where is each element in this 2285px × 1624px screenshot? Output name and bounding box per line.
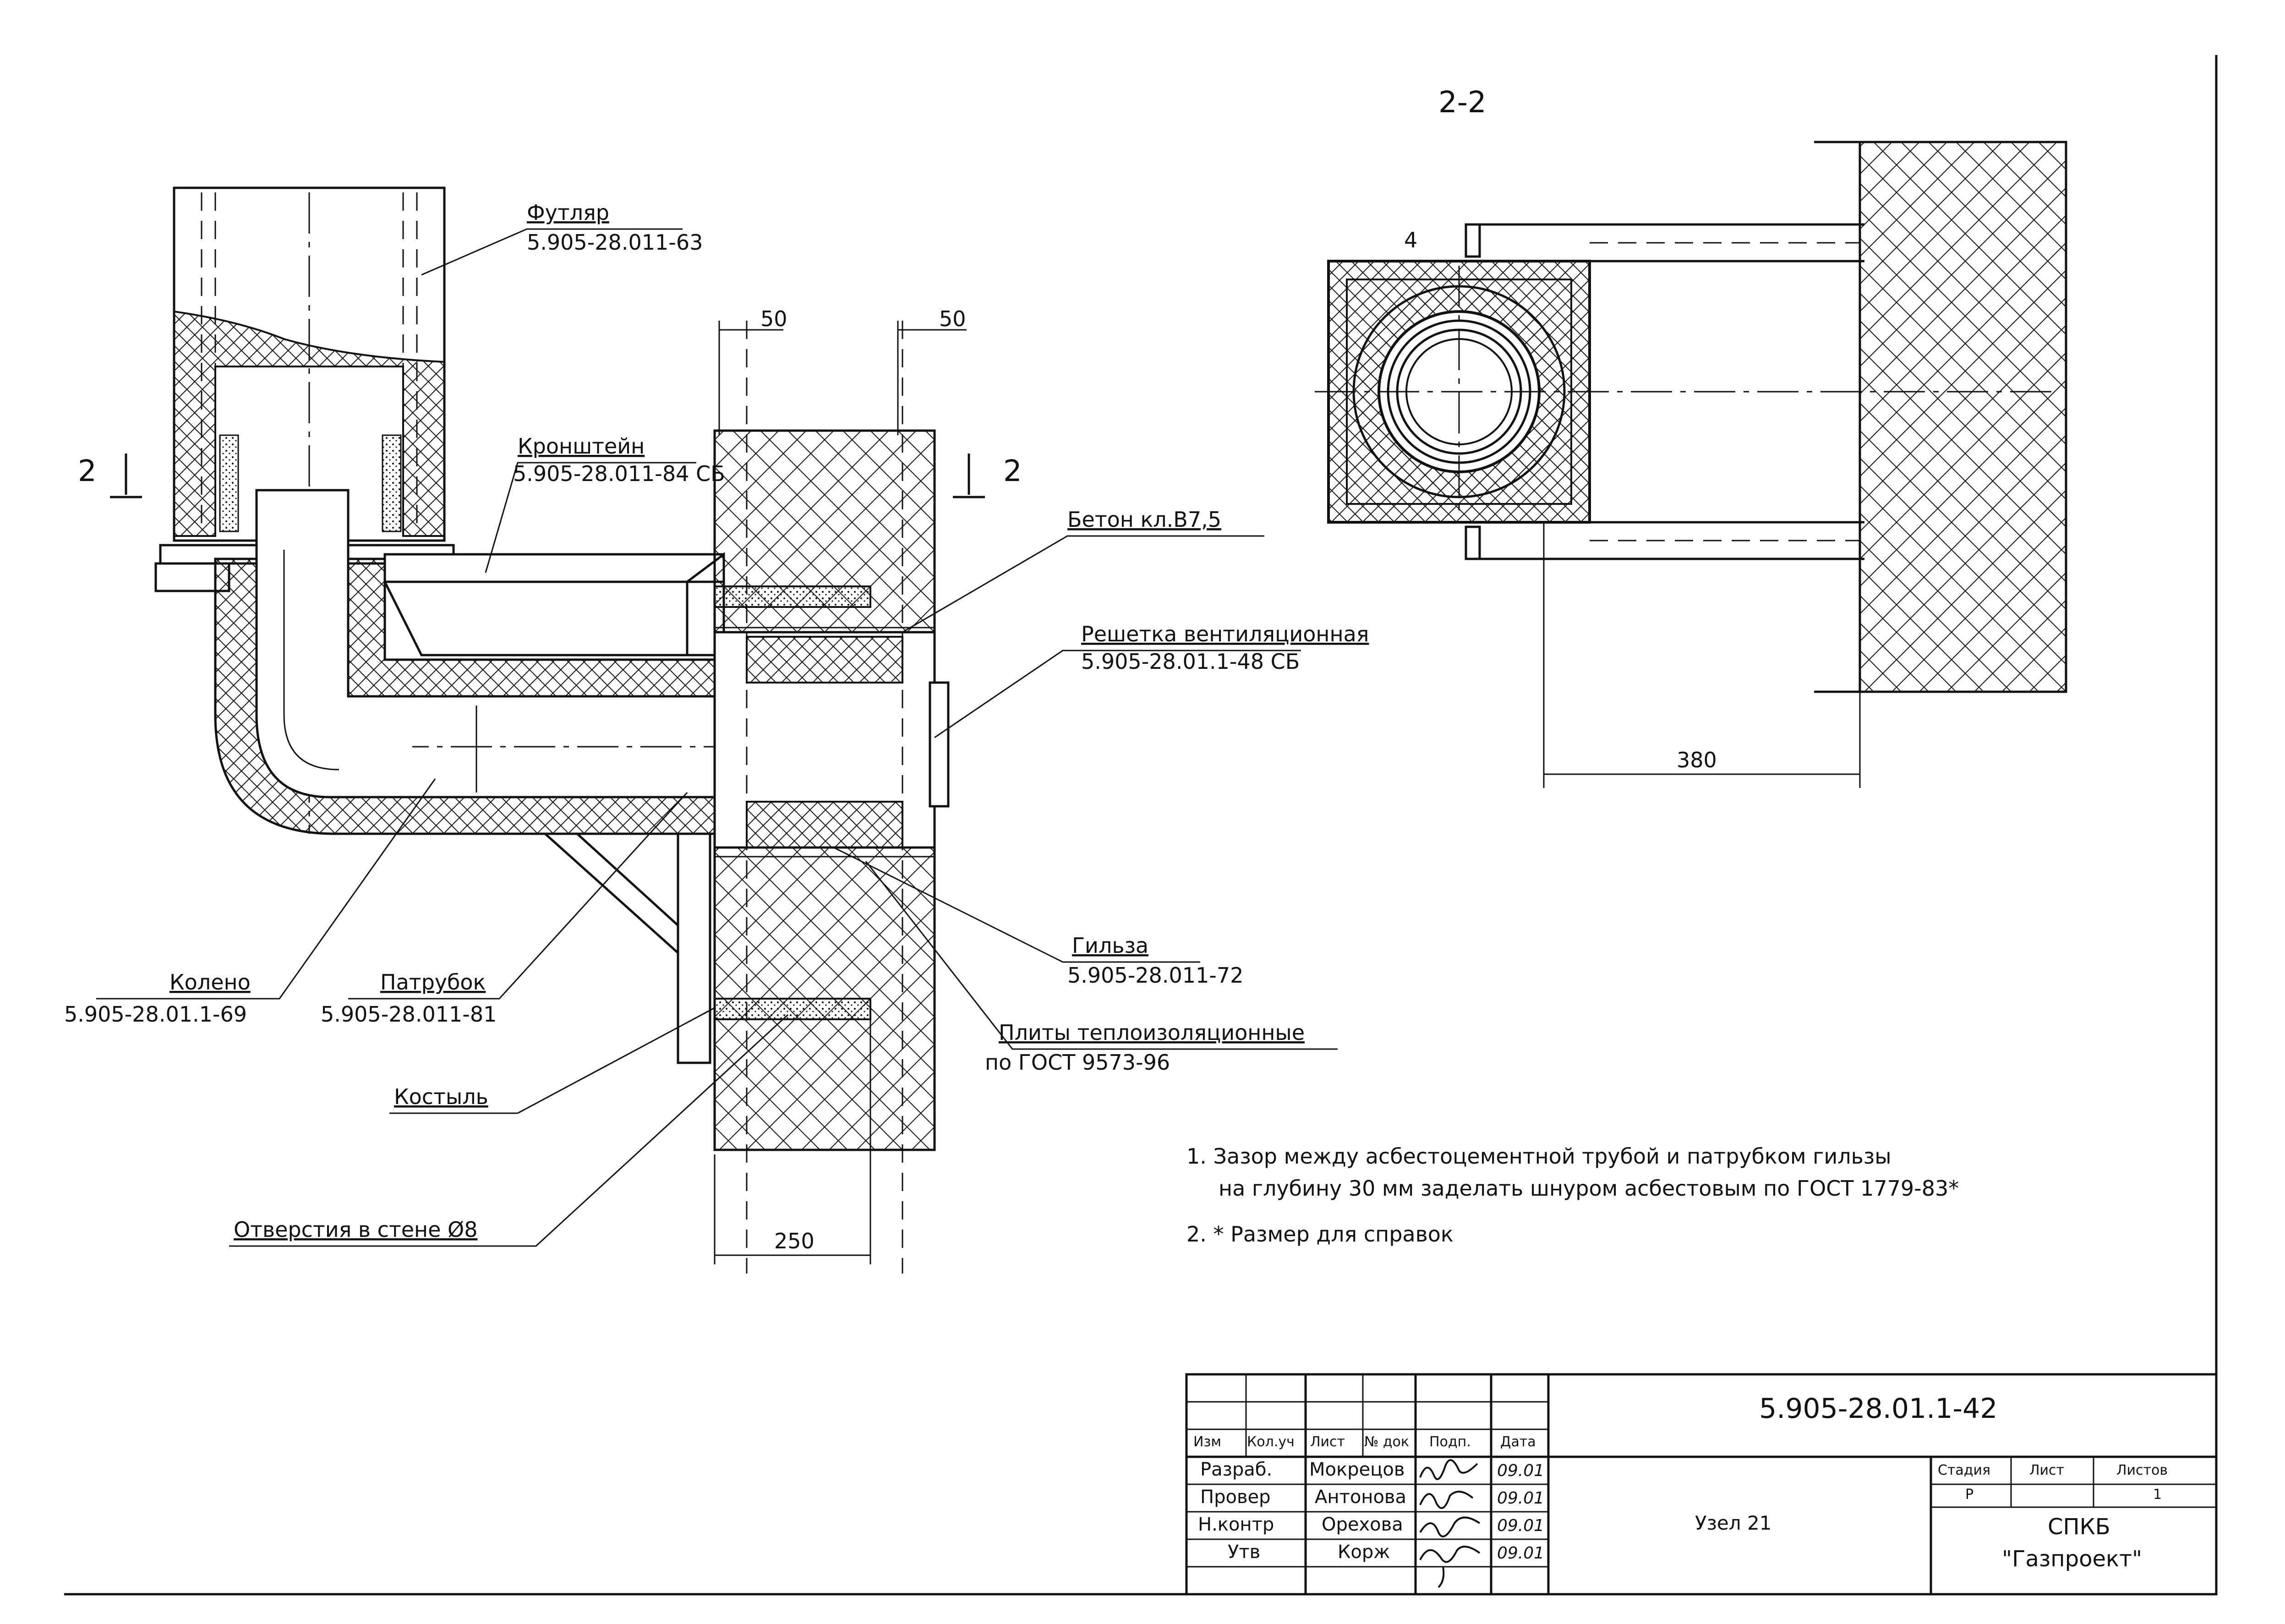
row-utv-role: Утв bbox=[1228, 1542, 1261, 1563]
org-line-1: СПКБ bbox=[2048, 1514, 2110, 1540]
label-kronshtein-code: 5.905-28.011-84 СБ bbox=[513, 461, 725, 486]
row-razrab-name: Мокрецов bbox=[1309, 1459, 1405, 1480]
label-otverstiya: Отверстия в стене Ø8 bbox=[234, 1217, 477, 1242]
row-prover-role: Провер bbox=[1200, 1487, 1271, 1508]
stage-header-listov: Листов bbox=[2116, 1462, 2168, 1478]
signature-nkontr bbox=[1419, 1516, 1481, 1537]
sleeve-insulation-top bbox=[746, 636, 903, 684]
section-view-2-2: 2-2 4 380 bbox=[1315, 86, 2067, 788]
note-2: 2. * Размер для справок bbox=[1186, 1222, 1454, 1247]
col-header-ndok: № док bbox=[1364, 1434, 1409, 1450]
dim-250: 250 bbox=[774, 1229, 815, 1253]
section-mark-right: 2 bbox=[1003, 454, 1022, 488]
anchor-top bbox=[714, 585, 871, 608]
stage-header-stadia: Стадия bbox=[1938, 1462, 1991, 1478]
node-name: Узел 21 bbox=[1695, 1512, 1772, 1534]
row-prover-date: 09.01 bbox=[1497, 1489, 1545, 1508]
row-utv-date: 09.01 bbox=[1497, 1544, 1545, 1563]
row-nkontr-role: Н.контр bbox=[1198, 1514, 1274, 1535]
row-razrab-date: 09.01 bbox=[1497, 1461, 1545, 1480]
label-patrubok: Патрубок bbox=[380, 970, 486, 995]
section-mark-left: 2 bbox=[78, 454, 97, 488]
notes: 1. Зазор между асбестоцементной трубой и… bbox=[1186, 1144, 1959, 1247]
signature-prover bbox=[1419, 1491, 1474, 1509]
col-header-koluch: Кол.уч bbox=[1247, 1434, 1295, 1450]
doc-code: 5.905-28.01.1-42 bbox=[1759, 1393, 1998, 1425]
label-pliti: Плиты теплоизоляционные bbox=[999, 1020, 1305, 1045]
label-futlyar-code: 5.905-28.011-63 bbox=[527, 230, 703, 255]
stage-header-list: Лист bbox=[2029, 1462, 2065, 1478]
left-view: 50 50 250 2 2 Футляр 5.905-28.011-63 Кро… bbox=[64, 186, 1369, 1274]
sleeve-insulation-bottom bbox=[746, 801, 903, 848]
label-futlyar: Футляр bbox=[527, 200, 609, 225]
anchor-bottom bbox=[714, 998, 871, 1020]
label-kostyl: Костыль bbox=[394, 1084, 488, 1109]
row-nkontr-name: Орехова bbox=[1322, 1514, 1403, 1535]
note-1-line-1: 1. Зазор между асбестоцементной трубой и… bbox=[1186, 1144, 1891, 1169]
col-header-data: Дата bbox=[1500, 1434, 1536, 1450]
section-wall bbox=[1859, 141, 2067, 693]
view-mark-number: 4 bbox=[1404, 228, 1417, 252]
dim-380: 380 bbox=[1677, 748, 1717, 772]
label-kronshtein: Кронштейн bbox=[518, 434, 645, 459]
label-gilza: Гильза bbox=[1072, 933, 1148, 958]
label-beton: Бетон кл.В7,5 bbox=[1067, 507, 1221, 532]
dim-50-left: 50 bbox=[760, 306, 787, 331]
col-header-podp: Подп. bbox=[1429, 1434, 1471, 1450]
row-nkontr-date: 09.01 bbox=[1497, 1516, 1545, 1535]
stage-value-listov: 1 bbox=[2153, 1487, 2162, 1503]
row-utv-name: Корж bbox=[1338, 1542, 1390, 1563]
label-reshetka: Решетка вентиляционная bbox=[1081, 622, 1369, 646]
org-line-2: "Газпроект" bbox=[2002, 1546, 2143, 1572]
section-title: 2-2 bbox=[1438, 86, 1487, 120]
label-pliti-code: по ГОСТ 9573-96 bbox=[985, 1050, 1170, 1075]
col-header-list: Лист bbox=[1310, 1434, 1345, 1450]
note-1-line-2: на глубину 30 мм заделать шнуром асбесто… bbox=[1219, 1176, 1959, 1201]
label-gilza-code: 5.905-28.011-72 bbox=[1067, 963, 1243, 988]
signature-razrab bbox=[1419, 1459, 1478, 1480]
dim-50-right: 50 bbox=[939, 306, 966, 331]
label-koleno: Колено bbox=[169, 970, 251, 995]
label-koleno-code: 5.905-28.01.1-69 bbox=[64, 1002, 247, 1027]
row-razrab-role: Разраб. bbox=[1200, 1459, 1273, 1480]
row-prover-name: Антонова bbox=[1315, 1487, 1406, 1508]
signature-utv bbox=[1419, 1546, 1481, 1588]
label-reshetka-code: 5.905-28.01.1-48 СБ bbox=[1081, 649, 1300, 674]
stage-value-stadia: Р bbox=[1965, 1487, 1974, 1503]
col-header-izm: Изм bbox=[1193, 1434, 1222, 1450]
title-block bbox=[1185, 1373, 2218, 1596]
label-patrubok-code: 5.905-28.011-81 bbox=[321, 1002, 497, 1027]
vent-grille bbox=[929, 681, 950, 808]
